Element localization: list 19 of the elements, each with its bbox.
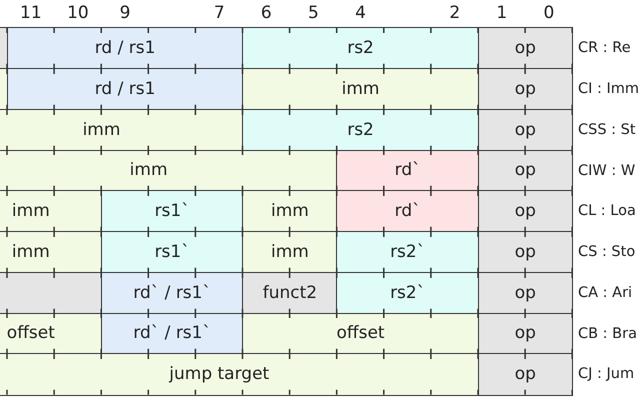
bit-number: 9 (120, 3, 130, 23)
format-name: CJ : Jum (578, 365, 634, 384)
bit-number: 4 (355, 3, 366, 23)
format-name: CB : Bra (578, 324, 637, 343)
format-name: CL : Loa (578, 202, 636, 220)
format-name: CA : Ari (578, 284, 632, 302)
bit-number: 0 (544, 3, 554, 23)
bit-number: 10 (67, 3, 89, 23)
bit-number: 7 (214, 3, 225, 23)
bit-number: 11 (20, 3, 42, 23)
format-name: CIW : W (578, 162, 636, 180)
bit-number: 2 (449, 3, 460, 23)
format-name: CS : Sto (578, 243, 636, 262)
bit-number: 5 (308, 3, 319, 23)
format-name: CR : Re (578, 39, 631, 58)
format-name: CSS : St (578, 120, 636, 139)
bit-number: 1 (496, 3, 508, 23)
bit-number: 6 (260, 3, 272, 23)
format-name: CI : Imm (578, 80, 640, 98)
